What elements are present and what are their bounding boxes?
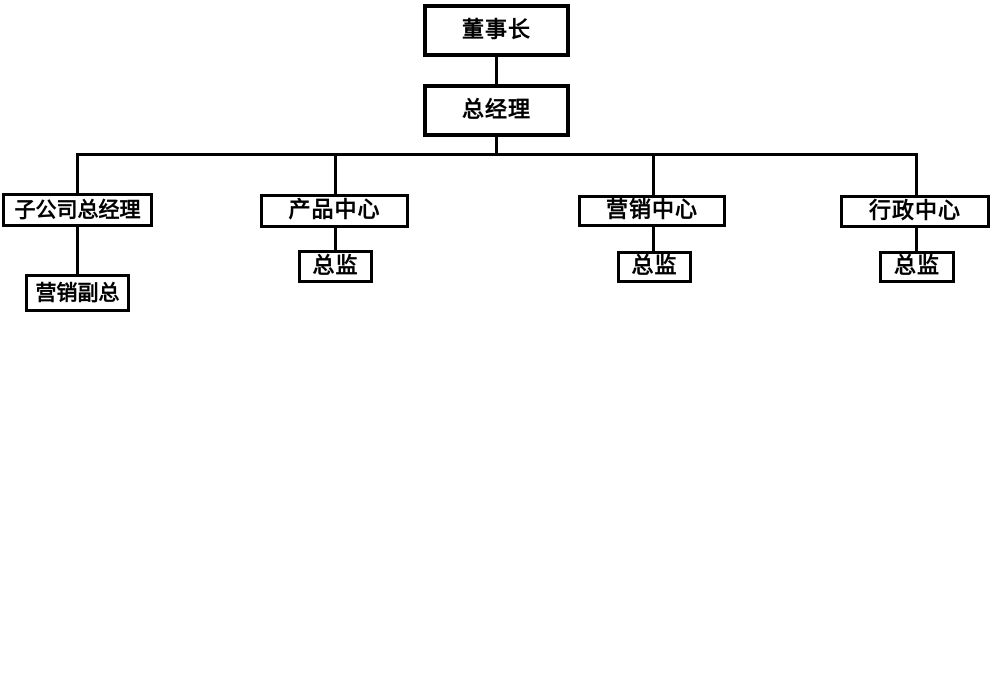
org-node-chairman: 董事长 <box>423 4 570 57</box>
connector-chairman-to-gm <box>495 57 498 84</box>
connector-branch1-to-child <box>76 226 79 274</box>
org-node-admin-director: 总监 <box>879 251 955 283</box>
connector-horizontal-bus <box>76 153 918 156</box>
org-node-marketing-vp: 营销副总 <box>25 274 130 312</box>
connector-branch2-to-child <box>334 227 337 250</box>
connector-branch4-to-child <box>915 227 918 251</box>
connector-bus-to-branch2 <box>334 153 337 194</box>
org-node-marketing-director: 总监 <box>617 251 692 283</box>
org-node-admin-center: 行政中心 <box>840 195 990 228</box>
connector-bus-to-branch1 <box>76 153 79 193</box>
org-node-general-manager: 总经理 <box>423 84 570 137</box>
org-node-marketing-center: 营销中心 <box>578 195 726 227</box>
connector-gm-to-bus <box>495 137 498 154</box>
org-node-subsidiary-general-manager: 子公司总经理 <box>2 193 153 227</box>
connector-bus-to-branch4 <box>915 153 918 195</box>
connector-branch3-to-child <box>652 226 655 251</box>
org-node-product-director: 总监 <box>298 250 373 283</box>
connector-bus-to-branch3 <box>652 153 655 195</box>
org-node-product-center: 产品中心 <box>260 194 409 228</box>
